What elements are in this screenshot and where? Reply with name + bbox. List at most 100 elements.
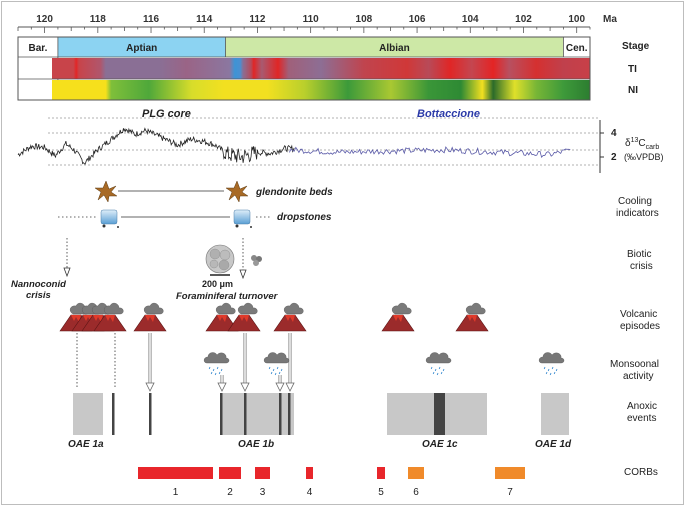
scale-bar-label: 200 μm <box>202 279 233 289</box>
isotope-tick-label-2: 2 <box>611 152 617 163</box>
stage-label: Aptian <box>126 43 157 54</box>
corb-label: 6 <box>413 487 419 498</box>
anoxic-line <box>244 393 247 435</box>
connector-arrow-head <box>240 382 250 392</box>
stage-row: Bar. Aptian Albian Cen. <box>18 37 590 100</box>
anoxic-events: OAE 1a OAE 1b OAE 1c OAE 1d <box>68 393 572 450</box>
volcano-icon <box>455 302 489 332</box>
corb-bar <box>377 467 385 479</box>
row-label-stage: Stage <box>622 41 650 52</box>
stage-label: Albian <box>379 43 410 54</box>
row-label-ti: TI <box>628 64 637 75</box>
oae-1a-block <box>73 393 103 435</box>
corb-label: 7 <box>507 487 513 498</box>
row-label-biotic-1: Biotic <box>627 249 651 260</box>
corb-bar <box>138 467 213 479</box>
stage-table-border <box>17 36 591 101</box>
corb-bar <box>255 467 270 479</box>
corb-label: 1 <box>173 487 179 498</box>
dropstone-icon <box>233 209 252 228</box>
axis-tick-label: 112 <box>249 14 266 25</box>
carbon-isotope-panel: 4 2 δ13Ccarb (‰VPDB) PLG core Bottaccion… <box>17 108 664 173</box>
axis-tick-label: 114 <box>196 14 213 25</box>
stage-label: Bar. <box>29 43 48 54</box>
connector-arrow-head <box>217 382 227 392</box>
axis-tick-label: 100 <box>568 14 585 25</box>
volcano-icon <box>381 302 415 332</box>
ni-bar <box>52 80 590 100</box>
volcano-icon <box>273 302 307 332</box>
row-label-volcanic-1: Volcanic <box>620 309 657 320</box>
row-label-anoxic-2: events <box>627 413 656 424</box>
axis-unit-label: Ma <box>603 14 617 25</box>
foraminiferal-arrow <box>239 269 247 280</box>
volcano-icon <box>133 302 167 332</box>
oae-1b-block <box>220 393 294 435</box>
row-label-corbs: CORBs <box>624 467 658 478</box>
volcano-icon <box>227 302 261 332</box>
plg-core-label: PLG core <box>142 108 191 120</box>
stage-cell <box>18 37 58 57</box>
volcanic-episodes <box>59 302 489 332</box>
small-foraminifera-image <box>251 255 262 266</box>
axis-tick-label: 120 <box>36 14 53 25</box>
biotic-crisis: Nannoconid crisis 200 μm Foraminiferal t… <box>11 238 279 302</box>
axis-tick-label: 102 <box>515 14 532 25</box>
row-label-cooling-2: indicators <box>616 208 659 219</box>
oae-1c-core <box>434 393 445 435</box>
connector-arrow-head <box>145 382 155 392</box>
connector-arrow-head <box>275 382 285 392</box>
axis-tick-label: 108 <box>356 14 373 25</box>
cooling-indicators: glendonite beds dropstones <box>58 180 333 228</box>
axis-tick-label: 118 <box>90 14 107 25</box>
corb-bar <box>408 467 424 479</box>
row-label-monsoonal-1: Monsoonal <box>610 359 659 370</box>
stage-cell <box>57 37 226 57</box>
isotope-tick-label-4: 4 <box>611 128 617 139</box>
corb-bar <box>219 467 241 479</box>
oae-1c-label: OAE 1c <box>422 439 458 450</box>
corbs-row: 1 2 3 4 5 6 7 <box>138 467 525 498</box>
ti-bar <box>52 58 590 79</box>
corb-label: 5 <box>378 487 384 498</box>
nannoconid-arrow <box>63 267 71 278</box>
rain-cloud-icon <box>263 352 290 376</box>
rain-cloud-icon <box>425 352 452 376</box>
rain-cloud-icon <box>203 352 230 376</box>
row-label-anoxic-1: Anoxic <box>627 401 657 412</box>
rain-cloud-icon <box>538 352 565 376</box>
foraminiferal-label: Foraminiferal turnover <box>176 291 279 302</box>
stage-label: Cen. <box>566 43 588 54</box>
stage-cell <box>563 37 590 57</box>
corb-label: 3 <box>260 487 266 498</box>
row-label-monsoonal-2: activity <box>623 371 654 382</box>
glendonite-label: glendonite beds <box>255 187 333 198</box>
anoxic-line <box>220 393 223 435</box>
volcano-icon <box>93 302 127 332</box>
nannoconid-label-1: Nannoconid <box>11 279 66 290</box>
anoxic-line <box>149 393 152 435</box>
isotope-axis-delta: δ13Ccarb <box>625 137 659 151</box>
glendonite-icon <box>225 180 249 203</box>
isotope-axis-unit: (‰VPDB) <box>624 152 664 162</box>
axis-tick-label: 104 <box>462 14 479 25</box>
glendonite-icon <box>94 180 118 203</box>
bottaccione-label: Bottaccione <box>417 108 480 120</box>
foraminifera-image <box>205 244 235 274</box>
row-label-volcanic-2: episodes <box>620 321 660 332</box>
row-label-biotic-2: crisis <box>630 261 653 272</box>
oae-1a-label: OAE 1a <box>68 439 104 450</box>
monsoonal-activity <box>203 352 565 376</box>
dropstone-icon <box>100 209 119 228</box>
axis-tick-label: 106 <box>409 14 426 25</box>
corb-label: 2 <box>227 487 233 498</box>
anoxic-line <box>279 393 282 435</box>
corb-label: 4 <box>307 487 313 498</box>
anoxic-line <box>288 393 291 435</box>
dropstone-label: dropstones <box>277 212 332 223</box>
corb-bar <box>495 467 525 479</box>
nannoconid-label-2: crisis <box>26 290 51 301</box>
